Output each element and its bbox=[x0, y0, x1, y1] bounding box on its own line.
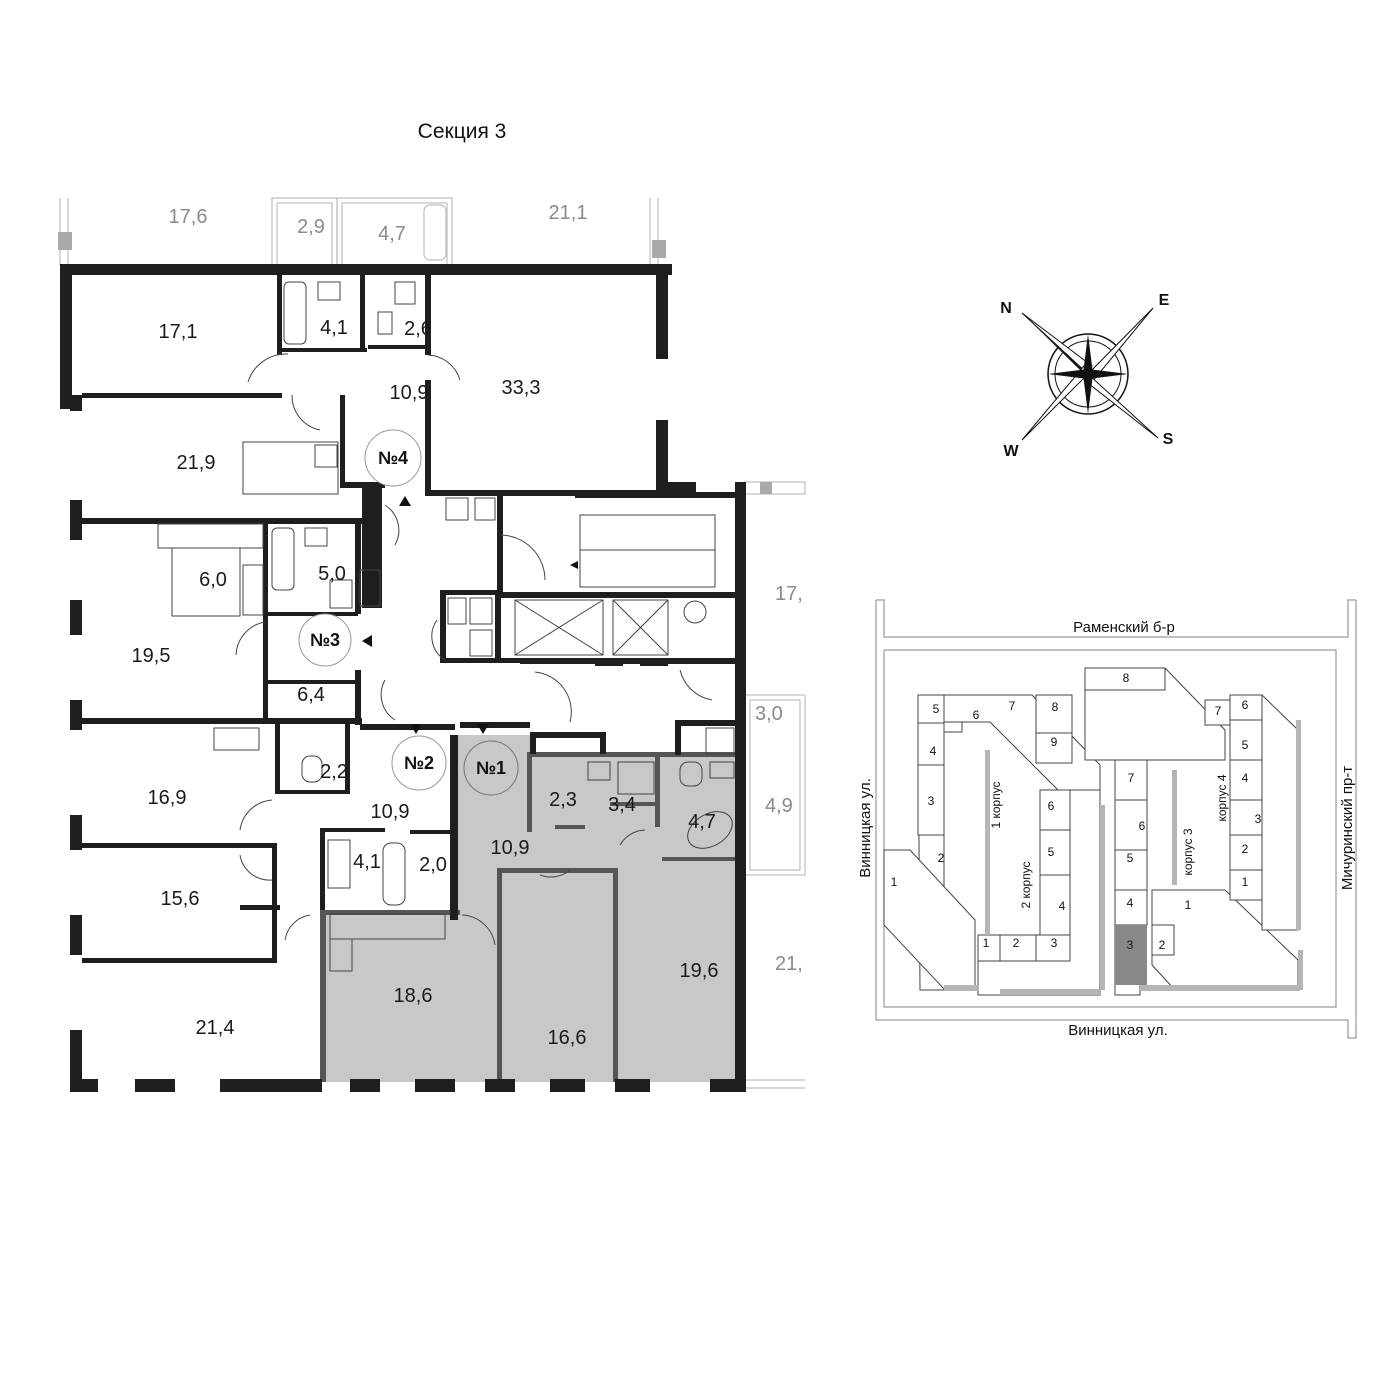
room-area: 17,1 bbox=[159, 321, 198, 343]
section-number: 4 bbox=[1059, 899, 1066, 913]
section-number: 6 bbox=[1139, 819, 1146, 833]
section-number: 5 bbox=[933, 702, 940, 716]
room-area: 19,5 bbox=[132, 645, 171, 667]
compass-south-label: S bbox=[1163, 431, 1174, 448]
korpus-1 bbox=[917, 694, 1101, 991]
apartment-2-label[interactable]: №2 bbox=[404, 753, 434, 773]
street-left: Винницкая ул. bbox=[857, 778, 874, 878]
room-area: 2,3 bbox=[549, 789, 577, 811]
neighbor-area-3: 4,7 bbox=[378, 223, 406, 245]
room-area: 2,0 bbox=[419, 854, 447, 876]
room-area: 3,4 bbox=[608, 794, 636, 816]
compass-east-label: E bbox=[1159, 292, 1170, 309]
section-number: 2 bbox=[1242, 842, 1249, 856]
section-number: 1 bbox=[891, 875, 898, 889]
neighbor-area-1: 17,6 bbox=[169, 206, 208, 228]
room-area: 16,9 bbox=[148, 787, 187, 809]
compass-west-label: W bbox=[1003, 443, 1019, 460]
apartment-3-label[interactable]: №3 bbox=[310, 630, 340, 650]
section-number: 6 bbox=[1048, 799, 1055, 813]
room-area: 6,0 bbox=[199, 569, 227, 591]
room-area: 4,7 bbox=[688, 811, 716, 833]
section-number: 7 bbox=[1128, 771, 1135, 785]
section-number: 4 bbox=[1127, 896, 1134, 910]
section-number: 8 bbox=[1123, 671, 1130, 685]
room-area: 2,2 bbox=[320, 761, 348, 783]
structural-walls bbox=[60, 264, 746, 1092]
section-number: 6 bbox=[1242, 698, 1249, 712]
section-number: 4 bbox=[1242, 771, 1249, 785]
section-number: 2 bbox=[938, 851, 945, 865]
street-right: Мичуринский пр-т bbox=[1339, 766, 1356, 890]
room-area: 4,1 bbox=[320, 317, 348, 339]
room-area: 33,3 bbox=[502, 377, 541, 399]
section-number: 7 bbox=[1009, 699, 1016, 713]
room-area: 10,9 bbox=[390, 382, 429, 404]
street-bottom: Винницкая ул. bbox=[1068, 1022, 1168, 1039]
street-top: Раменский б-р bbox=[1073, 619, 1175, 636]
room-area: 21,9 bbox=[177, 452, 216, 474]
room-area: 4,1 bbox=[353, 851, 381, 873]
room-area: 15,6 bbox=[161, 888, 200, 910]
building-label-3: корпус 3 bbox=[1181, 828, 1195, 875]
compass-north-label: N bbox=[1000, 300, 1012, 317]
section-number: 2 bbox=[1159, 938, 1166, 952]
building-label-1: 1 корпус bbox=[989, 781, 1003, 828]
section-number: 3 bbox=[928, 794, 935, 808]
section-title: Секция 3 bbox=[418, 120, 507, 143]
section-number: 8 bbox=[1052, 700, 1059, 714]
neighbor-units bbox=[59, 197, 806, 1089]
section-number: 9 bbox=[1051, 735, 1058, 749]
section-number: 3 bbox=[1051, 936, 1058, 950]
apartment-4-label[interactable]: №4 bbox=[378, 448, 408, 468]
room-area: 5,0 bbox=[318, 563, 346, 585]
neighbor-area-6: 3,0 bbox=[755, 703, 783, 725]
room-area: 6,4 bbox=[297, 684, 325, 706]
neighbor-area-2: 2,9 bbox=[297, 216, 325, 238]
section-number: 7 bbox=[1215, 704, 1222, 718]
room-area: 18,6 bbox=[394, 985, 433, 1007]
building-label-2: 2 корпус bbox=[1019, 861, 1033, 908]
room-area: 10,9 bbox=[371, 801, 410, 823]
room-area: 21,4 bbox=[196, 1017, 235, 1039]
section-number: 3 bbox=[1255, 812, 1262, 826]
room-area: 10,9 bbox=[491, 837, 530, 859]
neighbor-area-4: 21,1 bbox=[549, 202, 588, 224]
entrance-markers bbox=[362, 496, 578, 734]
section-number: 5 bbox=[1242, 738, 1249, 752]
room-area: 2,6 bbox=[404, 318, 432, 340]
room-area: 16,6 bbox=[548, 1027, 587, 1049]
apartment-1-label[interactable]: №1 bbox=[476, 758, 506, 778]
section-number: 3 bbox=[1127, 938, 1134, 952]
building-label-4: корпус 4 bbox=[1215, 774, 1229, 821]
apartment-1-walls bbox=[320, 752, 743, 1082]
korpus-2 bbox=[977, 789, 1101, 996]
neighbor-area-5: 17, bbox=[775, 583, 803, 605]
highlighted-section bbox=[1115, 925, 1147, 985]
site-plan bbox=[875, 599, 1357, 1039]
section-number: 6 bbox=[973, 708, 980, 722]
section-number: 4 bbox=[930, 744, 937, 758]
neighbor-area-8: 21, bbox=[775, 953, 803, 975]
apartment-badges bbox=[298, 429, 519, 796]
section-number: 5 bbox=[1048, 845, 1055, 859]
neighbor-windows bbox=[58, 232, 772, 494]
korpus-3 bbox=[1084, 667, 1299, 996]
korpus-4 bbox=[1204, 694, 1299, 931]
compass-rose bbox=[1021, 307, 1159, 441]
neighbor-area-7: 4,9 bbox=[765, 795, 793, 817]
section-number: 5 bbox=[1127, 851, 1134, 865]
section-number: 1 bbox=[1185, 898, 1192, 912]
room-area: 19,6 bbox=[680, 960, 719, 982]
section-number: 2 bbox=[1013, 936, 1020, 950]
section-number: 1 bbox=[983, 936, 990, 950]
section-number: 1 bbox=[1242, 875, 1249, 889]
interior-details bbox=[157, 281, 735, 972]
